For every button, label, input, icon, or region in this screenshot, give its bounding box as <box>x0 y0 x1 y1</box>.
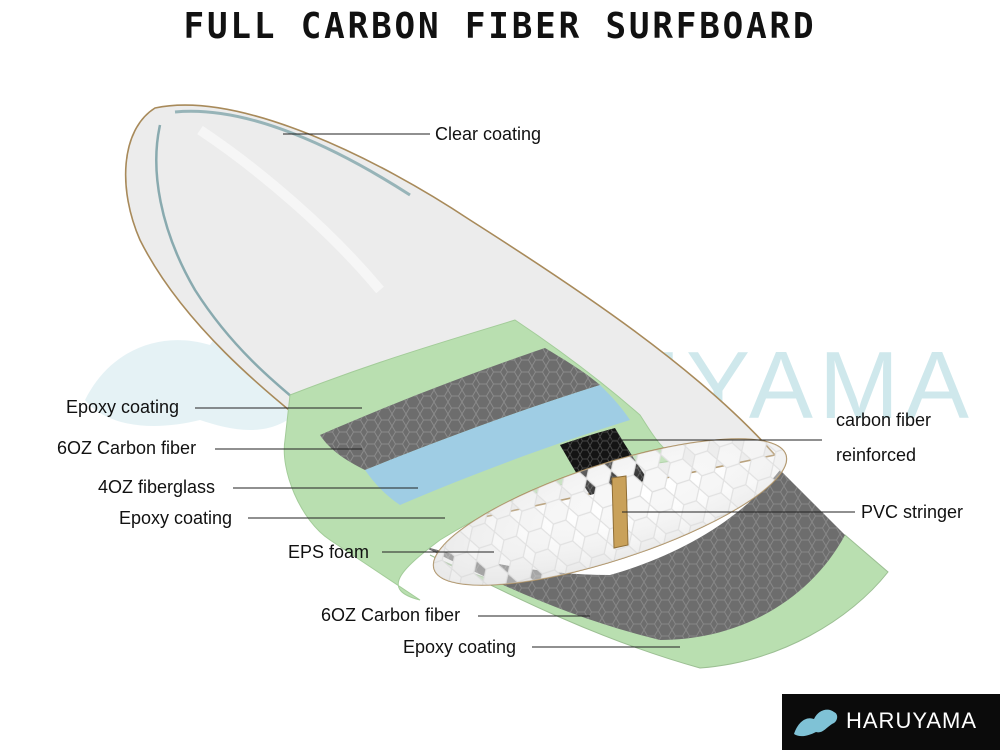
fiberglass-band <box>365 385 630 505</box>
label-carbon-fiber-bottom: 6OZ Carbon fiber <box>321 605 461 625</box>
label-carbon-reinforced-line2: reinforced <box>836 445 917 465</box>
wave-logo-icon <box>794 709 838 737</box>
label-fiberglass: 4OZ fiberglass <box>98 477 216 497</box>
label-epoxy-coating-top: Epoxy coating <box>66 397 180 417</box>
label-clear-coating: Clear coating <box>435 124 542 144</box>
page-title: FULL CARBON FIBER SURFBOARD <box>183 6 817 47</box>
label-epoxy-coating-bottom: Epoxy coating <box>403 637 517 657</box>
leader-lines <box>195 133 855 648</box>
brand-name: HARUYAMA <box>846 708 978 733</box>
label-carbon-reinforced-line1: carbon fiber <box>836 410 932 430</box>
pvc-stringer <box>611 475 629 549</box>
label-carbon-fiber-top: 6OZ Carbon fiber <box>57 438 197 458</box>
label-eps-foam: EPS foam <box>288 542 370 562</box>
label-pvc-stringer: PVC stringer <box>861 502 964 522</box>
brand-logo: HARUYAMA <box>782 694 1000 750</box>
label-epoxy-coating-mid: Epoxy coating <box>119 508 233 528</box>
